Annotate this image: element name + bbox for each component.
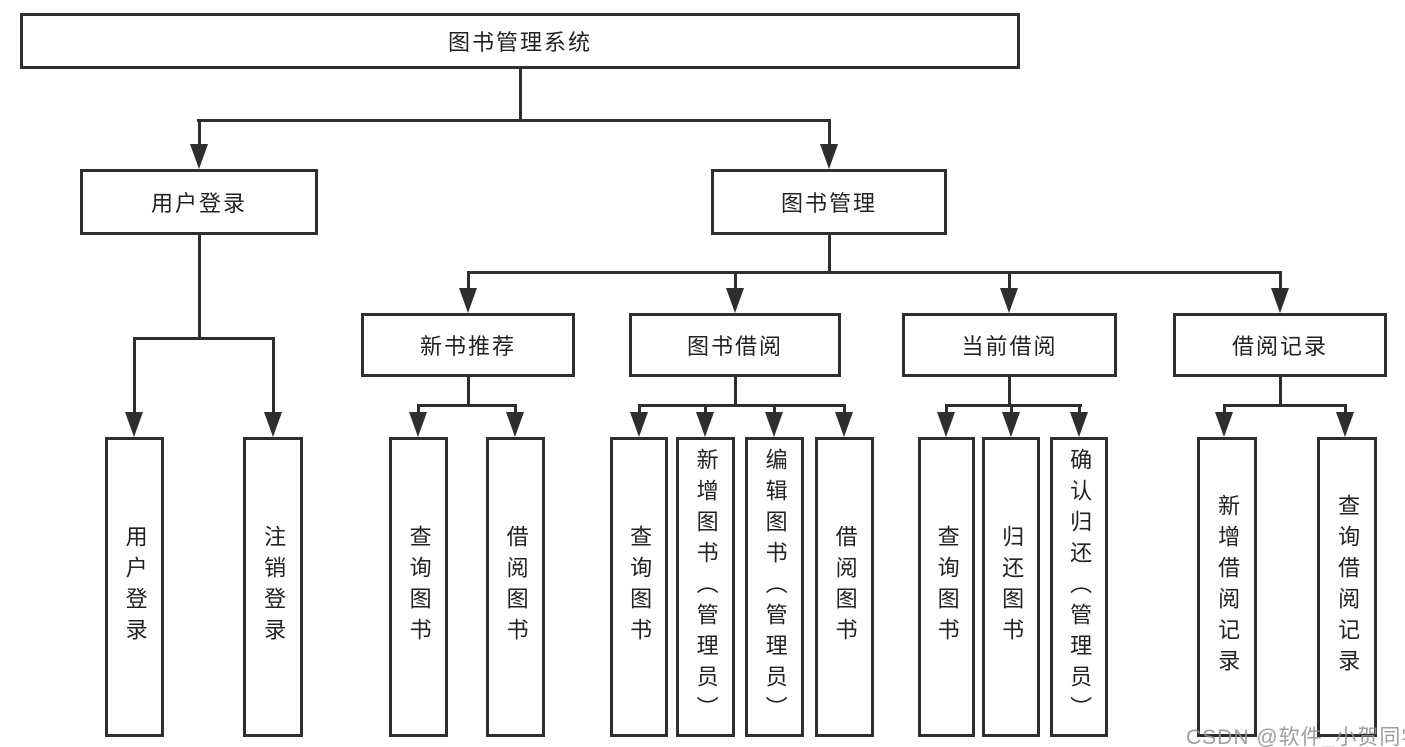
- leaf-nb-query-books: 查询图书: [389, 437, 448, 737]
- leaf-label: 用户登录: [122, 525, 148, 649]
- leaf-bb-borrow-books: 借阅图书: [815, 437, 874, 737]
- connector-line: [514, 404, 517, 414]
- leaf-bb-edit-books-admin: 编辑图书（管理员）: [745, 437, 804, 737]
- connector-line: [704, 404, 707, 414]
- connector-line: [734, 376, 737, 406]
- connector-line: [1344, 404, 1347, 414]
- leaf-label: 归还图书: [999, 525, 1025, 649]
- arrow-down-icon: [125, 412, 143, 437]
- leaf-label: 查询图书: [934, 525, 960, 649]
- connector-line: [638, 404, 845, 407]
- connector-line: [1078, 404, 1081, 414]
- leaf-label: 查询图书: [406, 525, 432, 649]
- connector-line: [133, 337, 275, 340]
- arrow-down-icon: [459, 288, 477, 313]
- arrow-down-icon: [937, 412, 955, 437]
- leaf-label: 编辑图书（管理员）: [762, 447, 788, 727]
- node-book-management: 图书管理: [711, 169, 947, 235]
- arrow-down-icon: [1070, 412, 1088, 437]
- arrow-down-icon: [190, 144, 208, 169]
- connector-line: [519, 69, 522, 121]
- leaf-nb-borrow-books: 借阅图书: [486, 437, 545, 737]
- leaf-br-add-record: 新增借阅记录: [1197, 437, 1257, 737]
- arrow-down-icon: [820, 144, 838, 169]
- leaf-label: 确认归还（管理员）: [1067, 447, 1093, 727]
- connector-line: [1279, 271, 1282, 290]
- connector-line: [638, 404, 641, 414]
- connector-line: [1223, 404, 1226, 414]
- arrow-down-icon: [1271, 288, 1289, 313]
- arrow-down-icon: [1002, 412, 1020, 437]
- arrow-down-icon: [696, 412, 714, 437]
- leaf-user-login: 用户登录: [105, 437, 164, 737]
- leaf-label: 新增图书（管理员）: [693, 447, 719, 727]
- arrow-down-icon: [1215, 412, 1233, 437]
- node-current-borrow: 当前借阅: [902, 313, 1117, 377]
- connector-line: [198, 119, 201, 146]
- leaf-label: 查询图书: [627, 525, 653, 649]
- connector-line: [945, 404, 948, 414]
- node-root: 图书管理系统: [20, 13, 1020, 69]
- arrow-down-icon: [409, 412, 427, 437]
- csdn-watermark: CSDN @软件_小贺同学: [1186, 726, 1405, 747]
- leaf-label: 新增借阅记录: [1215, 494, 1241, 680]
- leaf-cb-query-books: 查询图书: [918, 437, 975, 737]
- node-label: 新书推荐: [419, 334, 516, 359]
- connector-line: [133, 337, 136, 415]
- connector-line: [467, 271, 1281, 274]
- connector-line: [198, 234, 201, 339]
- arrow-down-icon: [630, 412, 648, 437]
- leaf-label: 注销登录: [261, 525, 287, 649]
- leaf-label: 借阅图书: [832, 525, 858, 649]
- arrow-down-icon: [835, 412, 853, 437]
- node-book-borrow: 图书借阅: [629, 313, 841, 377]
- connector-line: [1008, 271, 1011, 290]
- connector-line: [1010, 404, 1013, 414]
- connector-line: [417, 404, 517, 407]
- node-root-label: 图书管理系统: [447, 30, 592, 55]
- node-borrow-records: 借阅记录: [1173, 313, 1387, 377]
- connector-line: [467, 271, 470, 290]
- connector-line: [1008, 376, 1011, 406]
- connector-line: [945, 404, 1082, 407]
- connector-line: [272, 337, 275, 415]
- arrow-down-icon: [726, 288, 744, 313]
- arrow-down-icon: [264, 412, 282, 437]
- connector-line: [773, 404, 776, 414]
- leaf-logout: 注销登录: [243, 437, 303, 737]
- leaf-label: 查询借阅记录: [1335, 494, 1361, 680]
- connector-line: [843, 404, 846, 414]
- connector-line: [467, 376, 470, 406]
- arrow-down-icon: [765, 412, 783, 437]
- node-user-login: 用户登录: [80, 169, 318, 235]
- arrow-down-icon: [1336, 412, 1354, 437]
- arrow-down-icon: [506, 412, 524, 437]
- leaf-bb-add-books-admin: 新增图书（管理员）: [676, 437, 735, 737]
- node-label: 借阅记录: [1231, 334, 1328, 359]
- leaf-br-query-record: 查询借阅记录: [1317, 437, 1377, 737]
- arrow-down-icon: [1000, 288, 1018, 313]
- connector-line: [828, 234, 831, 273]
- node-label: 图书管理: [780, 191, 877, 216]
- leaf-cb-return-books: 归还图书: [982, 437, 1040, 737]
- connector-line: [828, 119, 831, 146]
- node-label: 用户登录: [150, 191, 247, 216]
- node-new-book-recommend: 新书推荐: [361, 313, 575, 377]
- connector-line: [734, 271, 737, 290]
- leaf-label: 借阅图书: [503, 525, 529, 649]
- node-label: 当前借阅: [961, 334, 1058, 359]
- connector-line: [1223, 404, 1346, 407]
- node-label: 图书借阅: [686, 334, 783, 359]
- connector-line: [1279, 376, 1282, 406]
- connector-line: [197, 119, 831, 122]
- connector-line: [417, 404, 420, 414]
- leaf-cb-confirm-return-admin: 确认归还（管理员）: [1050, 437, 1108, 737]
- leaf-bb-query-books: 查询图书: [610, 437, 668, 737]
